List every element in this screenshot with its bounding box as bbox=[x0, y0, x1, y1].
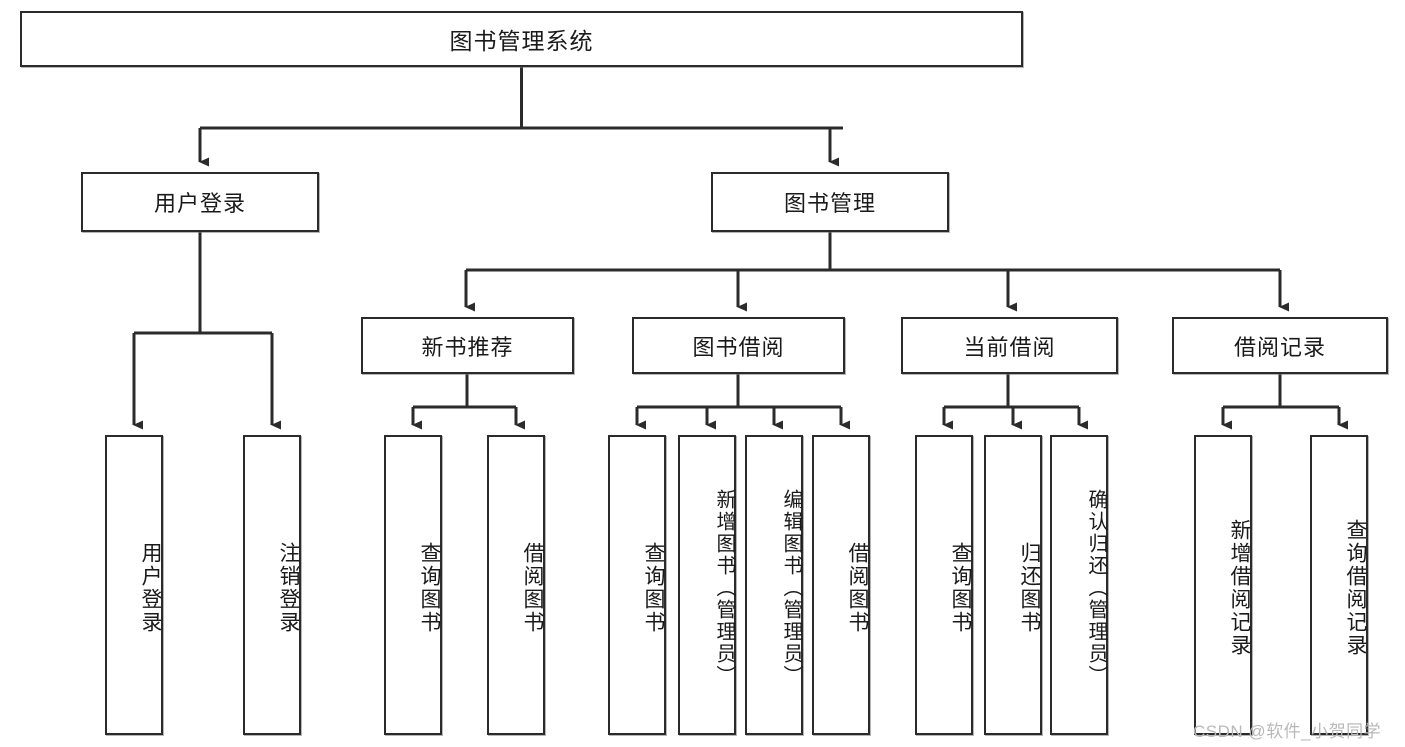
leaf-logout-label: 注销登录 bbox=[277, 542, 300, 634]
leaf-add-borrow-record-label: 新增借阅记录 bbox=[1228, 519, 1251, 657]
leaf-edit-book-admin[interactable]: 编辑图书（管理员） bbox=[745, 435, 803, 735]
leaf-query-book-current[interactable]: 查询图书 bbox=[915, 435, 973, 735]
leaf-borrow-book[interactable]: 借阅图书 bbox=[812, 435, 870, 735]
node-book-management[interactable]: 图书管理 bbox=[711, 172, 949, 232]
node-new-book-recommend[interactable]: 新书推荐 bbox=[361, 317, 574, 374]
node-current-borrow[interactable]: 当前借阅 bbox=[901, 317, 1118, 374]
node-borrow-record-label: 借阅记录 bbox=[1233, 334, 1326, 360]
leaf-query-book-current-label: 查询图书 bbox=[949, 542, 972, 634]
node-root-system-label: 图书管理系统 bbox=[449, 28, 594, 54]
csdn-watermark: CSDN @软件_小贺同学 bbox=[1193, 722, 1382, 741]
leaf-query-book-borrow[interactable]: 查询图书 bbox=[608, 435, 666, 735]
node-user-login[interactable]: 用户登录 bbox=[81, 172, 319, 232]
leaf-user-login[interactable]: 用户登录 bbox=[105, 435, 163, 735]
node-user-login-label: 用户登录 bbox=[153, 191, 246, 216]
node-new-book-recommend-label: 新书推荐 bbox=[421, 334, 514, 360]
leaf-query-book-recommend-label: 查询图书 bbox=[418, 542, 441, 634]
leaf-add-borrow-record[interactable]: 新增借阅记录 bbox=[1194, 435, 1252, 735]
leaf-confirm-return-admin-label: 确认归还（管理员） bbox=[1085, 489, 1107, 687]
leaf-query-borrow-record[interactable]: 查询借阅记录 bbox=[1310, 435, 1368, 735]
leaf-borrow-book-recommend[interactable]: 借阅图书 bbox=[487, 435, 545, 735]
leaf-edit-book-admin-label: 编辑图书（管理员） bbox=[780, 489, 802, 687]
node-borrow-record[interactable]: 借阅记录 bbox=[1172, 317, 1388, 374]
node-book-management-label: 图书管理 bbox=[783, 191, 876, 216]
leaf-return-book[interactable]: 归还图书 bbox=[984, 435, 1042, 735]
leaf-borrow-book-label: 借阅图书 bbox=[846, 542, 869, 634]
leaf-add-book-admin-label: 新增图书（管理员） bbox=[713, 489, 735, 687]
leaf-borrow-book-recommend-label: 借阅图书 bbox=[521, 542, 544, 634]
leaf-query-book-recommend[interactable]: 查询图书 bbox=[384, 435, 442, 735]
leaf-confirm-return-admin[interactable]: 确认归还（管理员） bbox=[1050, 435, 1108, 735]
leaf-add-book-admin[interactable]: 新增图书（管理员） bbox=[678, 435, 736, 735]
leaf-query-borrow-record-label: 查询借阅记录 bbox=[1344, 519, 1367, 657]
node-current-borrow-label: 当前借阅 bbox=[963, 334, 1056, 360]
leaf-query-book-borrow-label: 查询图书 bbox=[642, 542, 665, 634]
leaf-user-login-label: 用户登录 bbox=[139, 542, 162, 634]
node-root-system[interactable]: 图书管理系统 bbox=[20, 11, 1023, 67]
node-book-borrow-label: 图书借阅 bbox=[692, 334, 785, 360]
leaf-logout[interactable]: 注销登录 bbox=[243, 435, 301, 735]
node-book-borrow[interactable]: 图书借阅 bbox=[632, 317, 845, 374]
leaf-return-book-label: 归还图书 bbox=[1018, 542, 1041, 634]
